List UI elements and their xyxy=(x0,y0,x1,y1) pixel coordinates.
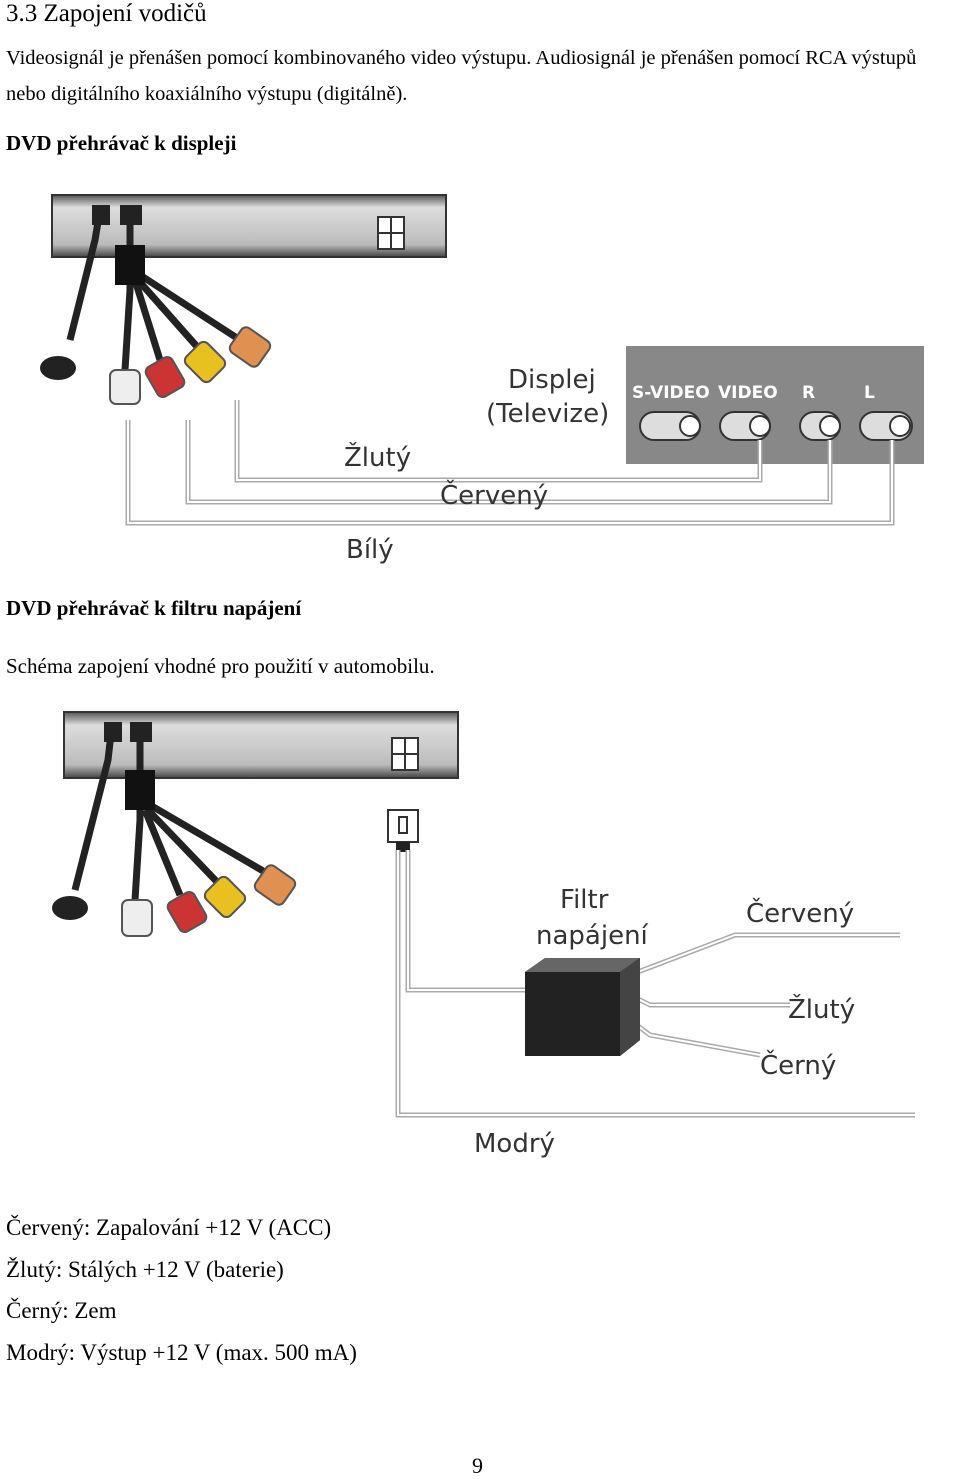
legend-blue: Modrý: Výstup +12 V (max. 500 mA) xyxy=(6,1340,357,1365)
red-plug xyxy=(144,355,186,399)
s-video-plug xyxy=(40,356,76,380)
wire-label-black: Černý xyxy=(760,1049,836,1081)
wire-label-red: Červený xyxy=(440,479,548,511)
display-label: Displej xyxy=(508,365,596,395)
white-plug-2 xyxy=(121,899,153,937)
display-label-tv: (Televize) xyxy=(486,399,609,429)
wire-label-yellow-2: Žlutý xyxy=(788,993,855,1025)
intro-paragraph: Videosignál je přenášen pomocí kombinova… xyxy=(6,47,917,105)
legend-red: Červený: Zapalování +12 V (ACC) xyxy=(6,1215,332,1240)
display-panel xyxy=(626,346,924,464)
port-label-r: R xyxy=(802,383,815,403)
dvd-to-display-diagram: S-VIDEO VIDEO R L Displej (Televize) Žlu… xyxy=(40,194,924,565)
dvd-to-filter-diagram: Filtr napájení Červený Žlutý Černý Modrý xyxy=(52,711,915,1159)
port-label-l: L xyxy=(864,383,875,403)
red-plug-2 xyxy=(166,890,208,934)
section1-title: DVD přehrávač k displeji xyxy=(6,131,237,155)
power-filter-box xyxy=(525,958,640,1056)
orange-plug xyxy=(228,326,272,368)
section2-subtitle: Schéma zapojení vhodné pro použití v aut… xyxy=(6,654,435,678)
white-plug xyxy=(109,369,141,405)
wire-label-blue: Modrý xyxy=(474,1129,555,1159)
section-heading: 3.3 Zapojení vodičů xyxy=(6,0,207,27)
cable-bundle xyxy=(66,209,242,371)
yellow-plug-2 xyxy=(203,875,247,919)
s-video-plug-2 xyxy=(52,896,88,920)
legend-yellow: Žlutý: Stálých +12 V (baterie) xyxy=(6,1257,284,1282)
legend-black: Černý: Zem xyxy=(6,1298,117,1323)
orange-plug-2 xyxy=(253,864,297,906)
display-ports: S-VIDEO VIDEO R L xyxy=(632,383,913,441)
port-label-s-video: S-VIDEO xyxy=(632,383,710,403)
signal-wires xyxy=(125,400,895,526)
wire-label-yellow: Žlutý xyxy=(344,441,411,473)
page-number: 9 xyxy=(472,1453,483,1478)
power-wires xyxy=(395,850,915,1118)
filter-label: Filtr xyxy=(560,885,609,915)
section2-title: DVD přehrávač k filtru napájení xyxy=(6,596,302,620)
port-label-video: VIDEO xyxy=(718,383,778,403)
yellow-plug xyxy=(183,340,227,384)
wire-label-red-2: Červený xyxy=(746,897,854,929)
filter-label-power: napájení xyxy=(536,921,649,951)
wire-label-white: Bílý xyxy=(346,535,394,565)
